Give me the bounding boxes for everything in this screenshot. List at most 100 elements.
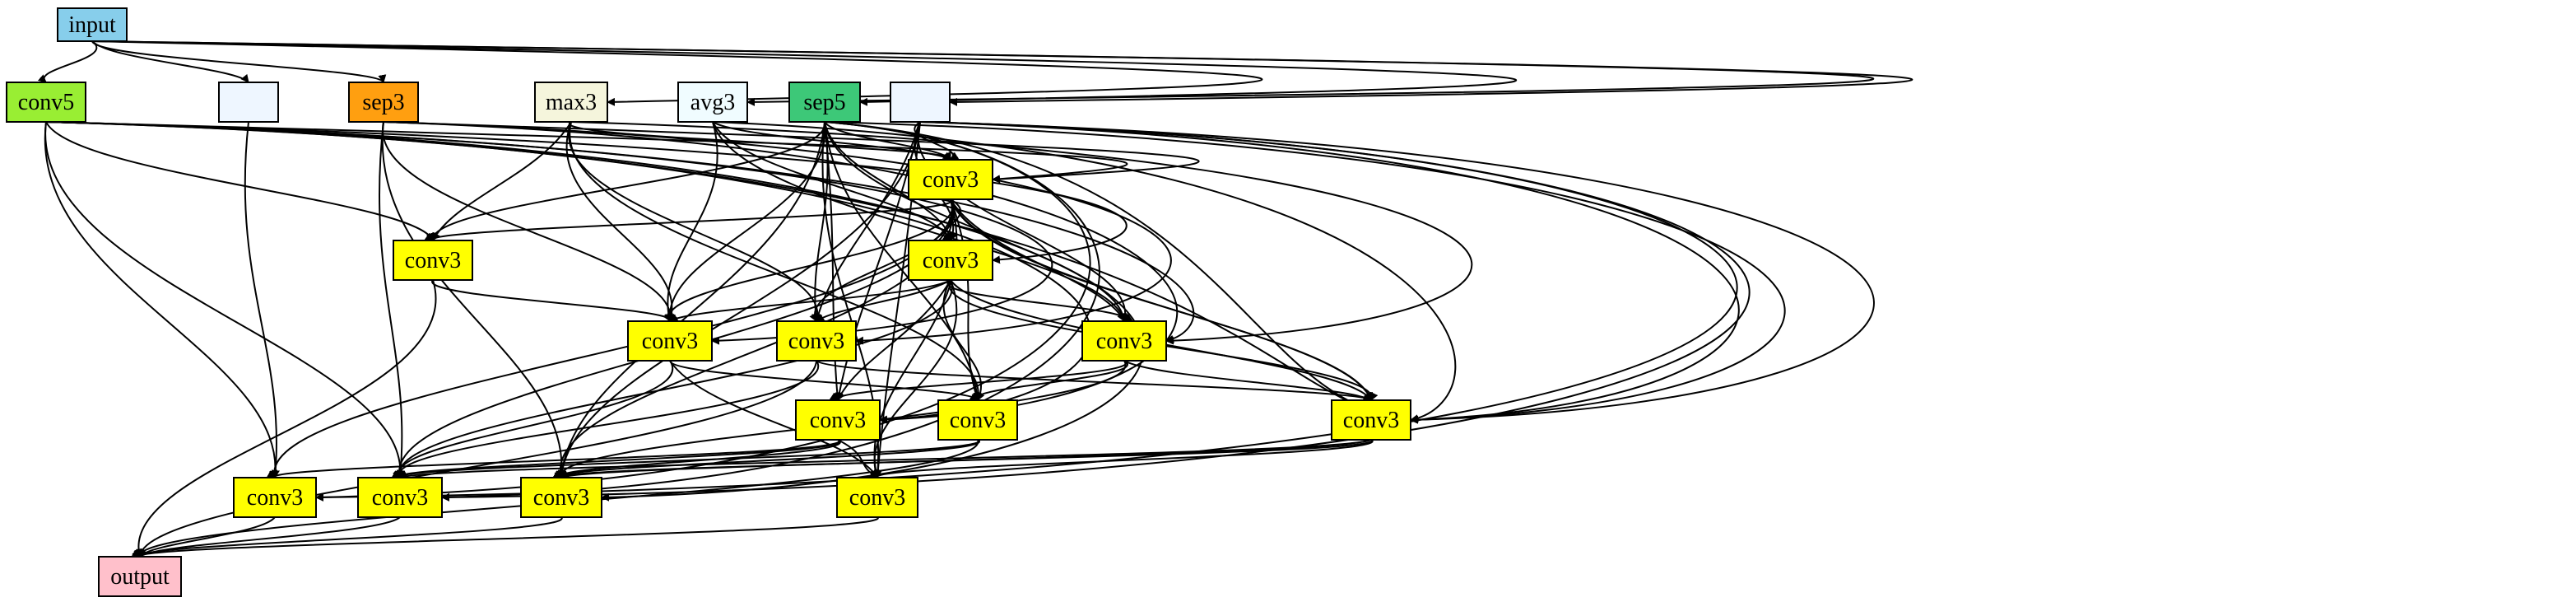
- node-output-label: output: [110, 564, 170, 590]
- node-input: input: [57, 7, 128, 42]
- node-c14-label: conv3: [849, 485, 905, 511]
- edge-c4-to-c12: [393, 360, 674, 478]
- edge-avg3-to-c6: [712, 121, 1127, 322]
- edge-sep3-to-c13: [381, 121, 566, 478]
- edge-sep3-to-c1: [383, 121, 1200, 184]
- node-c5: conv3: [776, 320, 857, 362]
- node-id1-box: [218, 82, 279, 123]
- edge-avg3-to-c10: [712, 121, 1457, 423]
- edge-c1-to-c3: [424, 198, 953, 241]
- node-c10-label: conv3: [1343, 408, 1399, 433]
- edge-c10-to-c12: [399, 439, 1372, 478]
- edge-input-to-conv5: [37, 40, 98, 83]
- node-id1: [218, 82, 279, 123]
- edge-c13-to-output: [132, 516, 563, 558]
- edge-max3-to-c3: [432, 121, 572, 241]
- node-c7-label: conv3: [810, 408, 866, 433]
- node-sep3-label: sep3: [362, 90, 404, 115]
- edge-avg3-to-c2: [712, 121, 952, 241]
- node-c8: conv3: [937, 399, 1018, 441]
- node-sep5-label: sep5: [803, 90, 845, 115]
- node-sep5-box: [788, 82, 861, 123]
- edge-c1-to-c8: [950, 198, 980, 401]
- node-c11-label: conv3: [247, 485, 303, 511]
- edge-conv5-to-c12: [44, 121, 405, 478]
- edge-id2-to-c13: [557, 121, 921, 478]
- edge-sep5-to-c12: [441, 121, 1100, 502]
- node-c14: conv3: [836, 477, 918, 518]
- edge-c7-to-c11: [266, 439, 840, 478]
- edge-sep5-to-c3: [427, 121, 826, 241]
- edge-max3-to-c8: [569, 121, 983, 401]
- node-c13: conv3: [520, 477, 602, 518]
- node-c5-label: conv3: [788, 329, 844, 354]
- edge-c6-to-c9: [1123, 360, 1372, 401]
- edge-id2-to-c12: [441, 121, 1751, 502]
- node-output: output: [98, 556, 182, 597]
- edge-input-to-max3: [91, 40, 1263, 106]
- node-sep3-box: [348, 82, 419, 123]
- edge-c2-to-c4: [669, 279, 951, 322]
- node-max3-label: max3: [546, 90, 597, 115]
- edge-sep3-to-c7: [383, 121, 1179, 424]
- node-c2-label: conv3: [923, 248, 979, 273]
- edge-c1-to-c10: [950, 198, 1373, 401]
- edge-c9-to-c14: [868, 439, 1374, 478]
- node-c11: conv3: [233, 477, 317, 518]
- edge-c6-to-c7: [829, 360, 1128, 401]
- edge-max3-to-c4: [565, 121, 677, 322]
- edge-conv5-to-c3: [45, 121, 435, 241]
- edge-sep3-to-c12: [379, 121, 405, 478]
- node-avg3-label: avg3: [690, 90, 735, 115]
- node-id2: [890, 82, 951, 123]
- edge-input-to-sep5: [91, 40, 1518, 106]
- edge-sep5-to-c4: [665, 121, 826, 322]
- edge-c2-to-c14: [871, 279, 958, 478]
- edge-id2-to-c6: [917, 121, 1131, 322]
- edge-id2-to-c5: [814, 121, 921, 322]
- node-c4: conv3: [627, 320, 713, 362]
- node-c3-box: [393, 240, 473, 281]
- node-conv5-box: [6, 82, 86, 123]
- edge-c5-to-output: [136, 360, 817, 558]
- edge-id2-to-c9: [919, 121, 1740, 424]
- node-c12: conv3: [357, 477, 443, 518]
- edge-id2-to-c1: [914, 121, 960, 161]
- node-c2-box: [908, 240, 993, 281]
- edge-c1-to-c4: [663, 198, 954, 322]
- edges-layer: [37, 40, 1913, 558]
- node-c1: conv3: [908, 159, 993, 200]
- node-c1-label: conv3: [923, 167, 979, 193]
- edge-c2-to-c12: [393, 279, 953, 478]
- node-c3-label: conv3: [405, 248, 461, 273]
- node-c7: conv3: [795, 399, 881, 441]
- edge-c3-to-output: [133, 279, 437, 558]
- node-c7-box: [795, 399, 881, 441]
- node-c10-box: [1331, 399, 1411, 441]
- node-c2: conv3: [908, 240, 993, 281]
- node-sep5: sep5: [788, 82, 861, 123]
- node-max3: max3: [534, 82, 608, 123]
- node-input-label: input: [68, 12, 116, 38]
- edge-c4-to-c8: [669, 360, 982, 401]
- node-c14-box: [836, 477, 918, 518]
- node-c12-box: [357, 477, 443, 518]
- edge-c14-to-output: [131, 516, 879, 558]
- edge-c10-to-c13: [560, 439, 1372, 478]
- edge-avg3-to-c4: [664, 121, 718, 322]
- node-c8-box: [937, 399, 1018, 441]
- edge-sep5-to-c2: [824, 121, 954, 241]
- edge-sep5-to-c9: [824, 121, 1786, 424]
- edge-c2-to-c8: [942, 279, 985, 401]
- node-c5-box: [776, 320, 857, 362]
- edge-c3-to-c4: [431, 279, 678, 322]
- node-sep3: sep3: [348, 82, 419, 123]
- node-c11-box: [233, 477, 317, 518]
- node-input-box: [57, 7, 128, 42]
- node-c13-box: [520, 477, 602, 518]
- edge-sep5-to-c1: [824, 121, 951, 161]
- node-c1-box: [908, 159, 993, 200]
- edge-c1-to-c2: [942, 198, 962, 241]
